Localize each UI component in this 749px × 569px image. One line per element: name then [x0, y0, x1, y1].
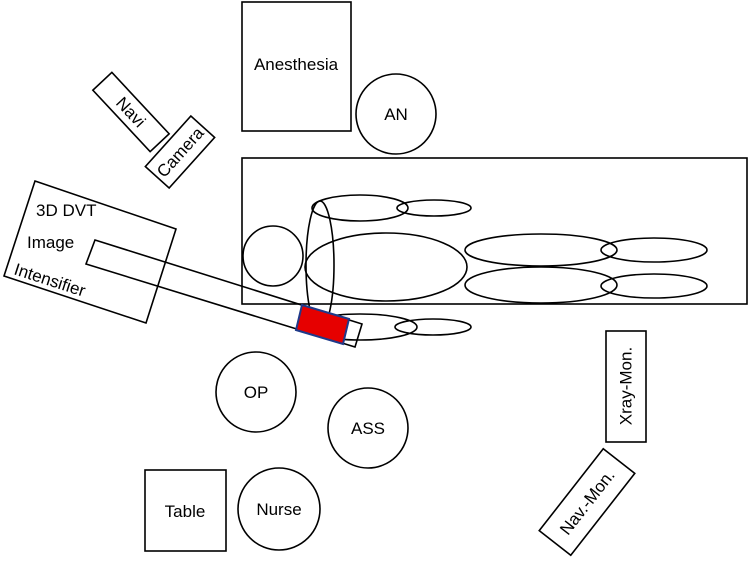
instrument-table-box [144, 469, 227, 552]
camera-head: Camera [144, 114, 216, 190]
navi-box [91, 71, 171, 153]
anesthesia-station: Anesthesia [241, 1, 352, 132]
patient-shin-upper [600, 237, 708, 263]
patient-head [242, 225, 304, 287]
anesthesia-box [241, 1, 352, 132]
dvt-image-intensifier: 3D DVT Image Intensifier [2, 179, 363, 349]
anesthesiologist-label: AN [384, 105, 408, 124]
surgeon-label: OP [244, 383, 269, 402]
navigation-monitor-body: Nav.-Mon. [538, 447, 636, 557]
patient-shin-lower [600, 273, 708, 299]
instrument-table-label: Table [165, 502, 206, 521]
assistant-circle [327, 387, 409, 469]
navi-arm: Navi [91, 71, 171, 153]
navigation-monitor-box [538, 447, 636, 557]
navigation-camera-unit: Navi Camera [91, 71, 216, 190]
assistant: ASS [327, 387, 409, 469]
patient-thigh-upper [464, 233, 618, 267]
patient-thigh-lower [464, 266, 618, 304]
surgeon-circle [215, 351, 297, 433]
dvt-label-line2: Image [27, 233, 74, 252]
xray-monitor-box [605, 330, 647, 443]
dvt-detector [294, 303, 351, 346]
patient-upper-arm-top [311, 194, 409, 222]
nurse-label: Nurse [256, 500, 301, 519]
nurse: Nurse [237, 467, 321, 551]
anesthesia-label: Anesthesia [254, 55, 339, 74]
xray-monitor-label: Xray-Mon. [617, 347, 636, 425]
anesthesiologist-circle [355, 73, 437, 155]
patient-torso [304, 232, 468, 302]
xray-monitor: Xray-Mon. [605, 330, 647, 443]
navigation-monitor: Nav.-Mon. [538, 447, 636, 557]
anesthesiologist: AN [355, 73, 437, 155]
dvt-label-line1: 3D DVT [36, 201, 96, 220]
patient-forearm-top [396, 199, 472, 217]
assistant-label: ASS [351, 419, 385, 438]
instrument-table: Table [144, 469, 227, 552]
operating-table [241, 157, 748, 305]
dvt-c-arm [84, 239, 363, 349]
surgeon: OP [215, 351, 297, 433]
camera-box [144, 114, 216, 190]
nurse-circle [237, 467, 321, 551]
patient-forearm-bottom [394, 318, 472, 336]
